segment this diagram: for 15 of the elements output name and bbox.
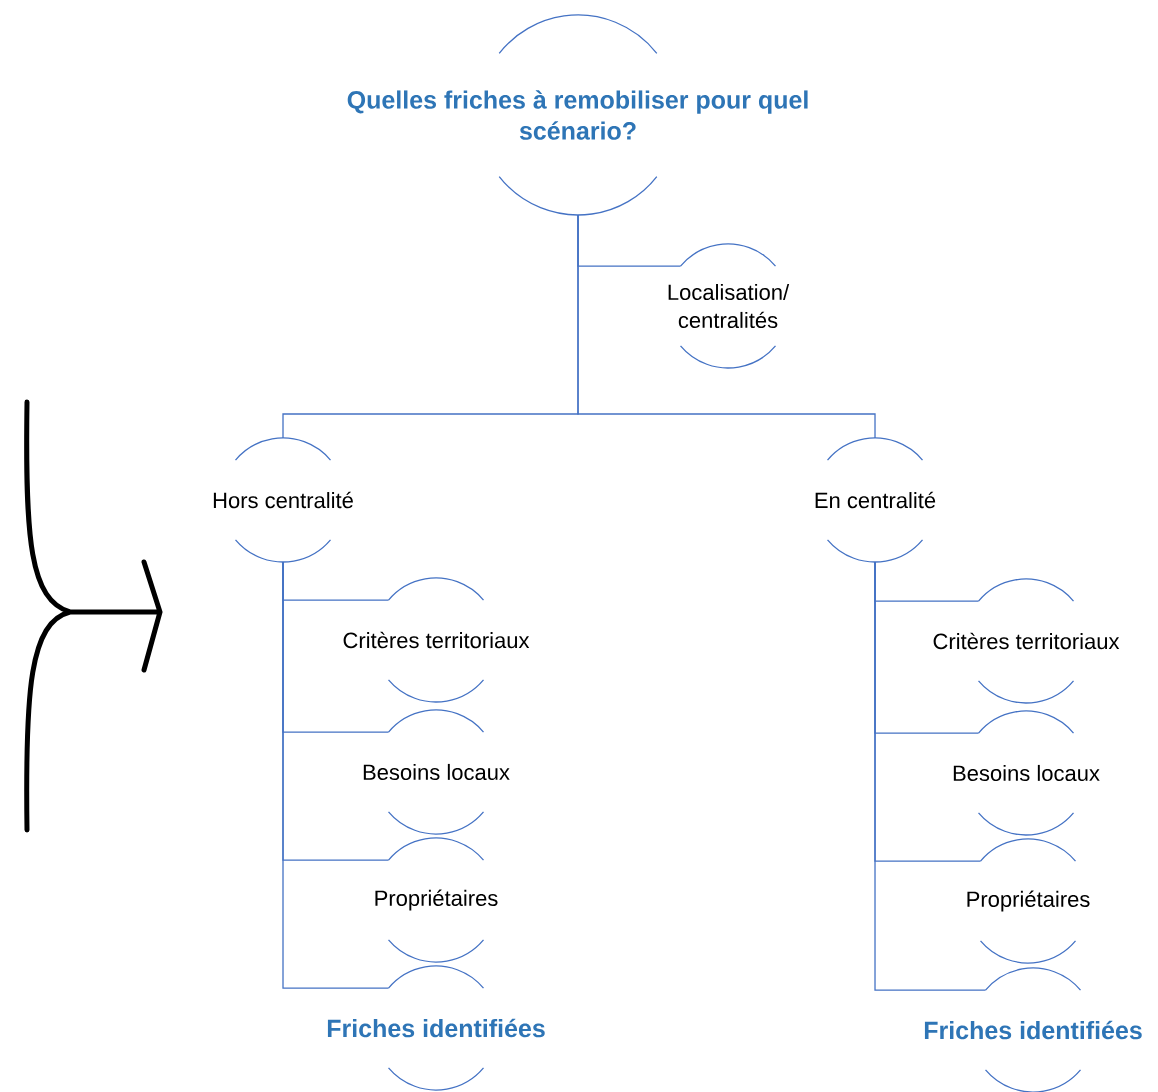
connector-line [874,561,987,991]
topic-node: Critères territoriaux [343,577,530,703]
topic-node: Quelles friches à remobiliser pour quel scénario? [347,14,808,216]
topic-node: Localisation/ centralités [668,243,790,369]
topic-node: Besoins locaux [363,709,510,835]
topic-node: Propriétaires [967,838,1090,964]
topic-node: Besoins locaux [953,710,1100,836]
topic-node: Critères territoriaux [933,578,1120,704]
connector-line [577,214,876,439]
topic-node: Propriétaires [375,837,498,963]
topic-node: Hors centralité [213,437,353,563]
topic-node: En centralité [815,437,936,563]
connector-line [282,561,390,989]
topic-node: Friches identifiées [327,965,545,1091]
topic-node: Friches identifiées [924,967,1142,1092]
